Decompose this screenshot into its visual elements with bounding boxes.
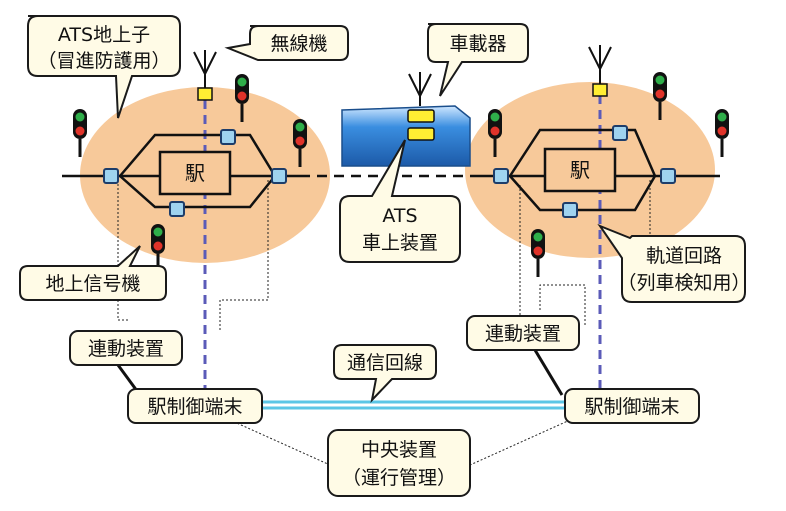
track-circuit-marker-icon [612, 125, 628, 141]
transponder-icon [592, 83, 608, 97]
signal-icon [488, 109, 502, 157]
link-interlock-terminal-right [533, 349, 564, 396]
signal-icon [293, 119, 307, 167]
signal-icon [151, 224, 165, 272]
label-ats-ground-line1: ATS地上子 [58, 24, 150, 46]
label-radio: 無線機 [270, 33, 327, 55]
signal-icon [73, 109, 87, 157]
callout-comm-line [333, 344, 437, 404]
label-ground-signal: 地上信号機 [45, 273, 140, 295]
label-ats-ground-line2: （冒進防護用） [37, 50, 170, 72]
transponder-icon [197, 87, 213, 101]
signal-icon [715, 109, 729, 157]
antenna-icon [588, 45, 612, 85]
callout-ats-onboard [339, 139, 461, 263]
train-car-icon [341, 105, 471, 167]
central-unit [327, 429, 471, 497]
label-terminal-right: 駅制御端末 [584, 396, 679, 418]
antenna-icon [193, 50, 217, 90]
antenna-icon [408, 72, 432, 106]
track-circuit-marker-icon [271, 168, 287, 184]
callout-onboard [427, 23, 529, 97]
comm-line [262, 400, 565, 410]
signals [73, 72, 729, 277]
track-loop-right [508, 128, 657, 212]
station-building-right [543, 147, 617, 193]
track-circuit-markers [103, 125, 676, 218]
callout-radio [224, 25, 349, 61]
radio-lines [203, 95, 602, 392]
terminal-right [564, 388, 700, 424]
station-label-right: 駅 [570, 158, 590, 182]
signal-icon [653, 72, 667, 120]
track-circuit-marker-icon [660, 168, 676, 184]
track-circuit-marker-icon [169, 201, 185, 217]
callout-ground-signal [19, 245, 167, 301]
callout-ats-ground [27, 15, 181, 119]
label-central-line1: 中央装置 [361, 439, 437, 461]
label-track-circuit-line2: （列車検知用） [617, 272, 750, 294]
label-comm-line: 通信回線 [347, 352, 423, 374]
track-circuit-marker-icon [103, 168, 119, 184]
label-ats-onboard-line2: 車上装置 [362, 232, 438, 254]
callout-interlock-right [466, 315, 580, 351]
label-onboard: 車載器 [449, 33, 506, 55]
terminal-left [127, 388, 263, 424]
callout-track-circuit [597, 223, 746, 303]
callout-interlock-left [69, 330, 183, 366]
signal-icon [235, 74, 249, 122]
label-interlock-right: 連動装置 [485, 323, 561, 345]
label-ats-onboard-line1: ATS [382, 205, 417, 227]
label-central-line2: （運行管理） [342, 467, 456, 489]
track-circuit-marker-icon [493, 168, 509, 184]
station-label-left: 駅 [185, 161, 205, 185]
label-interlock-left: 連動装置 [88, 338, 164, 360]
track-circuit-marker-icon [220, 129, 236, 145]
label-track-circuit-line1: 軌道回路 [646, 245, 722, 267]
station-building-left [158, 150, 232, 196]
label-terminal-left: 駅制御端末 [147, 396, 242, 418]
track-circuit-marker-icon [562, 202, 578, 218]
signal-icon [531, 229, 545, 277]
track-loop-left [119, 133, 277, 209]
